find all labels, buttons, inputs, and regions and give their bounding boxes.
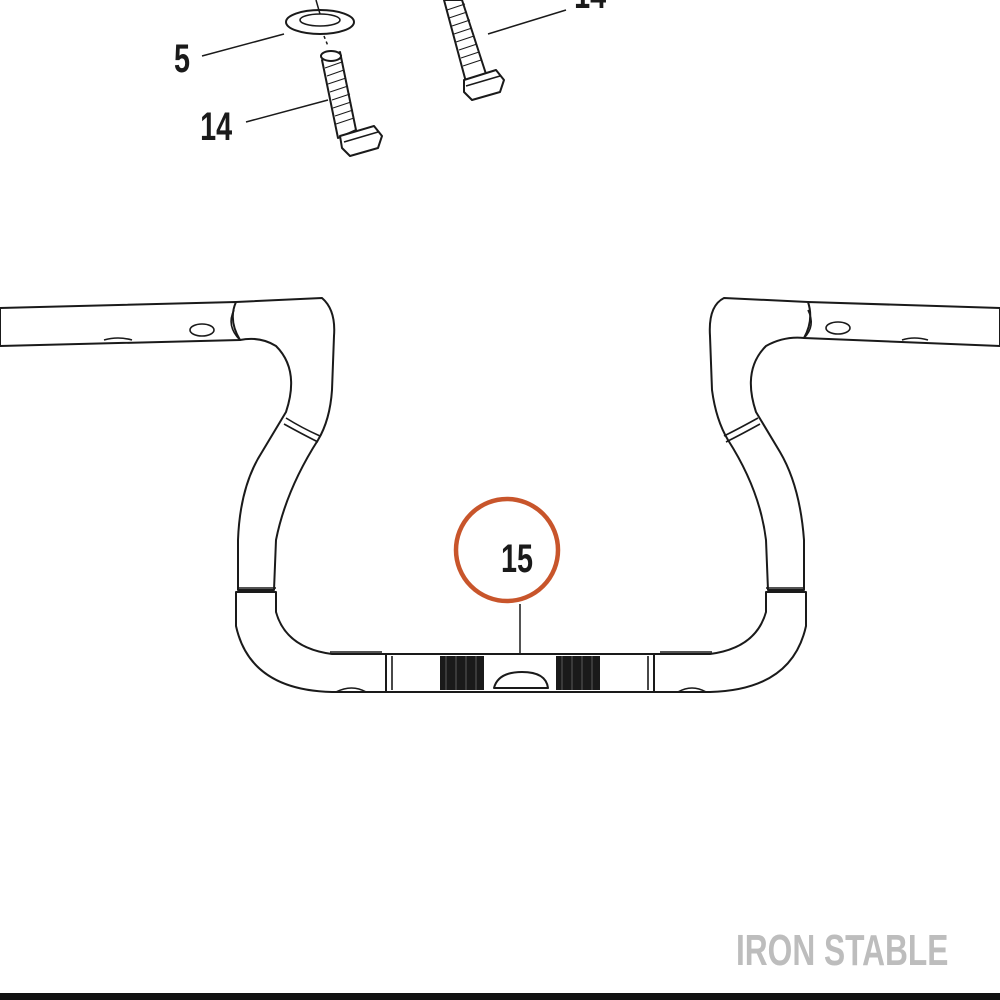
callout-bolt-right: 14	[574, 0, 607, 17]
bolt-right-part	[443, 0, 505, 101]
bolt-right-leader	[487, 9, 567, 35]
callout-handlebar: 15	[501, 536, 533, 581]
bolt-left-leader	[245, 99, 329, 123]
highlight-circle	[453, 496, 561, 604]
bolt-left-part	[320, 50, 383, 157]
callout-washer: 5	[174, 36, 190, 81]
washer-part	[285, 0, 355, 35]
watermark-logo: IRON STABLE	[736, 926, 949, 975]
washer-leader	[201, 33, 329, 57]
callout-bolt-left: 14	[200, 104, 233, 149]
handlebar-part	[0, 297, 1000, 693]
bottom-border	[0, 993, 1000, 1000]
